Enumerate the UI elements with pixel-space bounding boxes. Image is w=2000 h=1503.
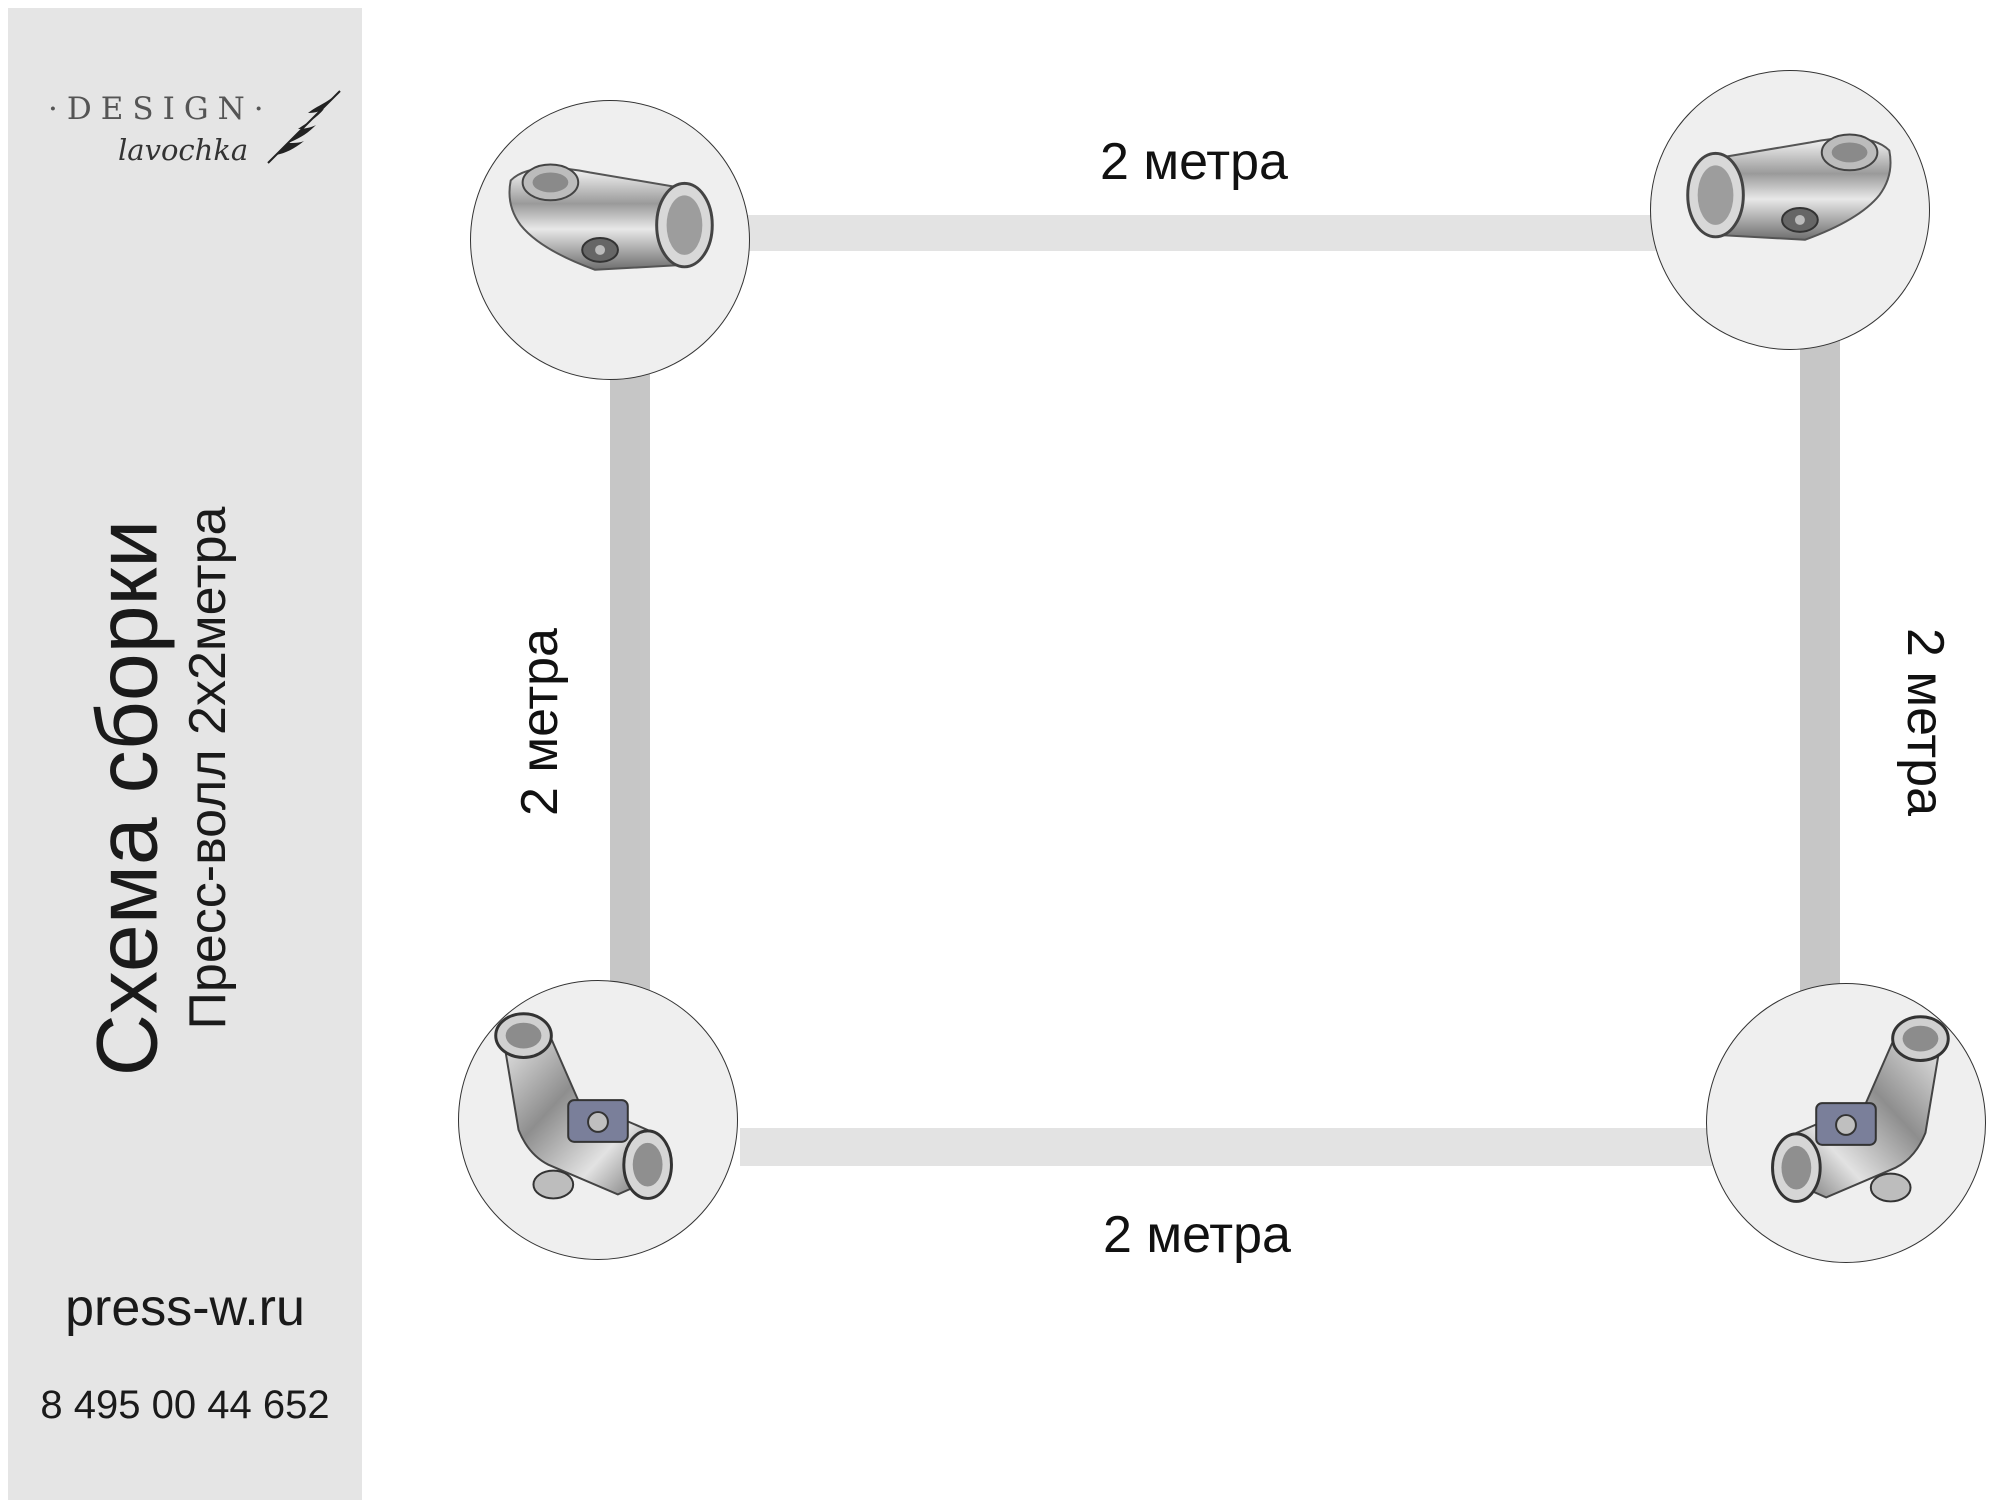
feather-icon: [267, 90, 341, 164]
tee-connector-icon: [508, 163, 714, 271]
angle-connector-icon: [494, 1012, 673, 1200]
sidebar: ·DESIGN· lavochka Схема сборки Пресс-вол…: [8, 8, 362, 1500]
left-pipe: [610, 370, 650, 1000]
bottom-length-label: 2 метра: [1103, 1206, 1291, 1264]
phone-number: 8 495 00 44 652: [40, 1383, 330, 1427]
tee-connector-icon: [1686, 133, 1892, 241]
connector-top-left: [470, 100, 750, 380]
bottom-pipe: [740, 1128, 1730, 1166]
website-text: press-w.ru: [65, 1279, 305, 1337]
connector-top-right: [1650, 70, 1930, 350]
right-length-label: 2 метра: [1896, 628, 1954, 816]
right-pipe: [1800, 340, 1840, 1000]
logo-lavochka-text: lavochka: [118, 133, 249, 167]
logo-design-text: ·DESIGN·: [48, 91, 273, 127]
top-pipe: [740, 215, 1750, 251]
connector-bottom-right: [1706, 983, 1986, 1263]
brand-logo: ·DESIGN· lavochka: [38, 83, 348, 183]
top-length-label: 2 метра: [1100, 133, 1288, 191]
connector-bottom-left: [458, 980, 738, 1260]
assembly-scheme-title: Схема сборки: [79, 519, 176, 1077]
angle-connector-icon: [1771, 1015, 1950, 1203]
product-subtitle: Пресс-волл 2х2метра: [179, 506, 237, 1030]
left-length-label: 2 метра: [511, 628, 569, 816]
